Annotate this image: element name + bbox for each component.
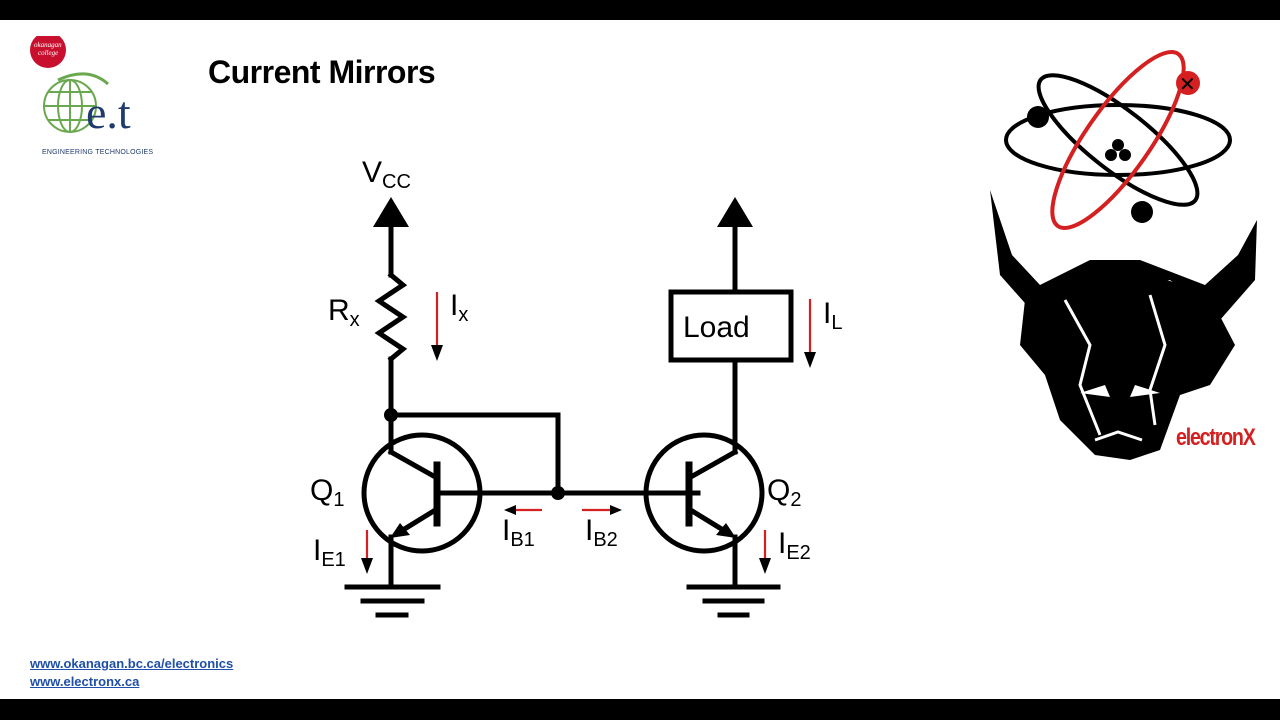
q2-transistor-circle [643,432,765,554]
nucleus-icon [1105,139,1131,161]
bull-eye-left [1080,385,1110,397]
logo-college-line1: okanagan [34,41,62,49]
atom-orbit-red [1050,50,1186,230]
slide: okanagan college e.t ENGINEERING TECHNOL… [0,20,1280,699]
ib1-arrowhead-icon [504,505,516,515]
junction-dot-2 [551,486,565,500]
q1-collector [387,448,441,482]
okanagan-electronics-link[interactable]: www.okanagan.bc.ca/electronics [30,656,234,671]
logo-mark: e.t [86,87,131,138]
rx-label: Rx [328,294,360,331]
resistor-rx [374,271,408,363]
logo-subtitle: ENGINEERING TECHNOLOGIES [42,149,154,156]
base-feedback-wire [388,412,561,498]
vcc-label: VCC [362,156,411,193]
ib2-arrowhead-icon [610,505,622,515]
ix-label: Ix [450,289,468,326]
electronx-link[interactable]: www.electronx.ca [30,674,140,689]
ib1-label: IB1 [502,514,535,551]
current-mirror-circuit: VCC Rx Ix Load IL Q1 Q2 IB1 IB2 IE1 IE2 [310,156,842,618]
ib2-label: IB2 [585,514,618,551]
ie2-label: IE2 [778,527,811,564]
ie1-label: IE1 [313,534,346,571]
electron-red-icon [1176,71,1200,95]
q2-label: Q2 [767,474,801,511]
logo-college-line2: college [38,49,58,57]
electronx-mascot-icon: ✕ [990,50,1257,460]
vcc-arrow-left-icon [373,197,409,227]
et-logo-icon: okanagan college e.t [30,36,131,138]
college-logo: okanagan college e.t ENGINEERING TECHNOL… [28,36,168,156]
ie1-arrowhead-icon [361,558,373,574]
il-arrowhead-icon [804,352,816,368]
ix-arrowhead-icon [431,345,443,361]
page-title: Current Mirrors [208,54,436,90]
load-label: Load [683,311,750,344]
bull-head [1020,273,1235,460]
atom-orbit-diagonal [1036,73,1200,207]
bull-mouth [1094,430,1143,442]
electron-2-icon [1131,201,1153,223]
q1-emitter-arrow-icon [390,523,410,538]
ie2-arrowhead-icon [759,558,771,574]
il-label: IL [823,297,842,334]
q2-emitter-arrow-icon [716,523,736,538]
vcc-arrow-right-icon [717,197,753,227]
q1-label: Q1 [310,474,344,511]
electron-1-icon [1027,106,1049,128]
load-box [668,289,794,363]
bull-face-line-left [1063,299,1102,436]
junction-dot-1 [384,408,398,422]
electron-x-icon: ✕ [1179,74,1196,96]
electronx-label: electronX [1176,424,1256,451]
footer-links: www.okanagan.bc.ca/electronics www.elect… [30,655,233,691]
q2-collector [685,448,739,482]
bull-face-line-right [1148,294,1167,426]
bull-eye-right [1130,385,1160,397]
